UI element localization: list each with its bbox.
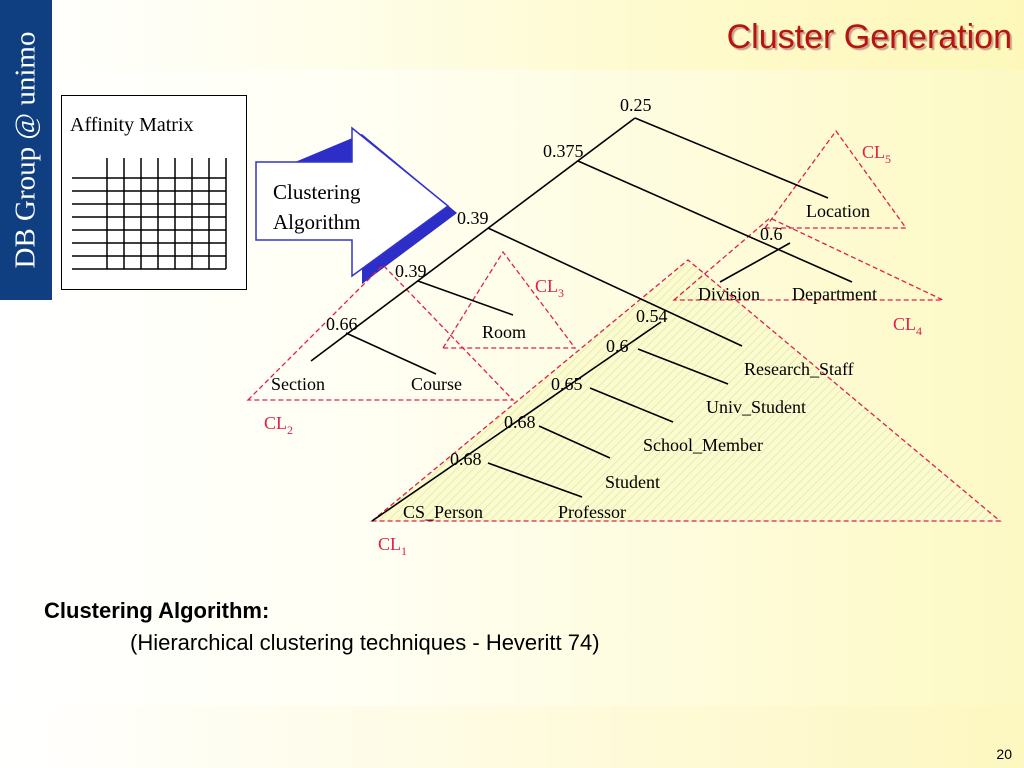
leaf-division: Division [698,284,760,304]
leaf-professor: Professor [558,502,626,522]
node-value-039-lower: 0.39 [395,261,427,281]
leaf-univ-student: Univ_Student [706,397,806,417]
node-value-068-lower: 0.68 [450,449,482,469]
leaf-research-staff: Research_Staff [744,359,854,379]
dendrogram-edges [310,117,853,522]
leaf-cs-person: CS_Person [403,502,483,522]
leaf-department: Department [792,284,877,304]
page-number: 20 [996,746,1012,762]
affinity-matrix-label: Affinity Matrix [70,114,194,136]
affinity-grid-icon [72,158,227,270]
leaf-room: Room [482,322,526,342]
cluster-label-cl1: CL1 [378,534,407,558]
cluster-label-cl4: CL4 [893,314,922,338]
cluster-cl4-region [672,217,944,301]
node-value-065: 0.65 [551,374,583,394]
node-value-054: 0.54 [636,306,668,326]
leaf-school-member: School_Member [643,435,763,455]
caption-title: Clustering Algorithm: [44,598,270,623]
footer-band [0,706,1024,768]
node-value-068-upper: 0.68 [504,412,536,432]
affinity-matrix-box: Affinity Matrix [61,95,247,290]
node-value-06-location: 0.6 [760,224,783,244]
node-value-066: 0.66 [326,314,358,334]
cluster-label-cl2: CL2 [264,413,293,437]
cluster-cl5-region [763,129,908,229]
node-value-0375: 0.375 [543,141,584,161]
cluster-cl2-region [246,264,515,401]
leaf-section: Section [271,374,325,394]
node-value-06-research: 0.6 [606,336,629,356]
cluster-label-cl5: CL5 [862,142,891,166]
clustering-arrow-icon [255,126,457,284]
caption-subtitle: (Hierarchical clustering techniques - He… [130,630,600,655]
header-band [52,0,1024,70]
arrow-label-line2: Algorithm [273,210,361,234]
leaf-course: Course [411,374,462,394]
arrow-label-line1: Clustering [273,180,361,204]
slide-title: Cluster Generation [726,18,1012,56]
node-value-root: 0.25 [620,95,652,115]
cluster-cl1-region [370,259,1002,522]
leaf-location: Location [806,201,870,221]
sidebar: DB Group @ unimo [0,0,52,300]
cluster-label-cl3: CL3 [535,276,564,300]
leaf-student: Student [605,472,660,492]
node-value-039-upper: 0.39 [457,208,489,228]
caption: Clustering Algorithm: (Hierarchical clus… [44,598,600,656]
